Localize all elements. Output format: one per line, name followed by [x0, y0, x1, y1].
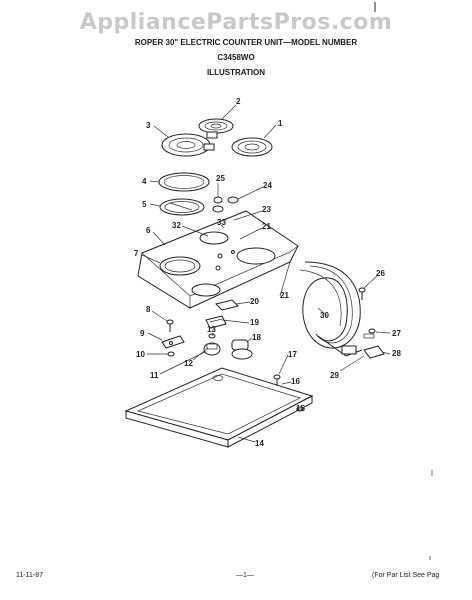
callout-3: 3 — [146, 121, 151, 130]
callout-30: 29 — [330, 371, 339, 380]
footer-date: 11-11-87 — [16, 572, 43, 579]
callout-6: 6 — [146, 226, 151, 235]
callout-26: 25 — [216, 174, 225, 183]
callout-32: 32 — [172, 221, 181, 230]
trim-ring — [158, 172, 210, 192]
callout-8: 8 — [146, 305, 151, 314]
callout-29: 28 — [392, 349, 401, 358]
callout-7: 7 — [134, 249, 139, 258]
callout-14: 14 — [255, 439, 264, 448]
callout-18: 18 — [252, 333, 261, 342]
callout-23: 21 — [262, 222, 271, 231]
leader-lines — [141, 104, 391, 443]
callout-16: 16 — [291, 377, 300, 386]
illustration-heading: ILLUSTRATION — [206, 68, 266, 77]
callout-17: 17 — [288, 350, 297, 359]
model-number: C3458WO — [217, 53, 255, 62]
callout-2: 2 — [236, 97, 241, 106]
document-title: ROPER 30" ELECTRIC COUNTER UNIT—MODEL NU… — [134, 38, 358, 47]
large-surface-element-right — [231, 137, 273, 157]
callout-12: 12 — [184, 359, 193, 368]
cooktop-top — [137, 210, 299, 309]
callout-21: 21 — [280, 291, 289, 300]
watermark: AppliancePartsPros.com — [79, 10, 393, 35]
callout-25: 24 — [263, 181, 272, 190]
bracket — [205, 299, 239, 329]
mounting-clip-screws — [161, 319, 185, 357]
callout-13: 13 — [207, 325, 216, 334]
callout-33: 33 — [217, 218, 226, 227]
footer-page-number: —1— — [236, 572, 254, 579]
callout-9: 9 — [140, 329, 145, 338]
callout-11: 11 — [150, 371, 159, 380]
callout-4: 4 — [142, 177, 147, 186]
large-surface-element-left — [161, 133, 215, 157]
terminal-block — [203, 333, 253, 360]
power-cord — [299, 261, 363, 357]
callout-27: 26 — [376, 269, 385, 278]
callout-numbers: 2 1 3 4 5 25 24 23 33 21 32 6 7 8 9 10 1… — [134, 97, 401, 448]
callout-1: 1 — [278, 119, 283, 128]
footer-parts-list-note: (For Par List See Pag — [372, 572, 440, 579]
drip-pan — [159, 198, 205, 216]
callout-10: 10 — [136, 350, 145, 359]
callout-24: 23 — [262, 205, 271, 214]
callout-5: 5 — [142, 200, 147, 209]
callout-19: 19 — [250, 318, 259, 327]
callout-15: 15 — [296, 404, 305, 413]
callout-20: 20 — [250, 297, 259, 306]
small-surface-element — [198, 118, 234, 139]
callout-28: 27 — [392, 329, 401, 338]
callout-31: 30 — [320, 311, 329, 320]
bottom-box — [124, 367, 314, 448]
cord-clamp-hardware — [358, 287, 385, 359]
